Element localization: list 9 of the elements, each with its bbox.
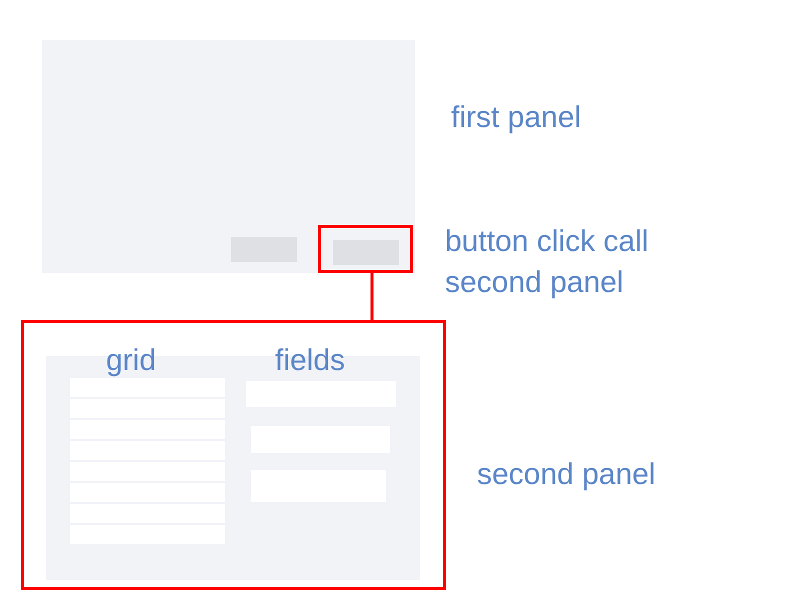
connector-line — [370, 273, 374, 320]
annotation-text: second panel — [477, 457, 656, 493]
highlight-frame — [318, 225, 413, 273]
window-panel — [42, 40, 415, 273]
annotation-text: fields — [275, 343, 346, 379]
annotation-text: first panel — [451, 100, 582, 136]
annotation-text: button click call second panel — [445, 224, 650, 301]
annotation-text: grid — [106, 343, 158, 379]
highlight-frame — [21, 320, 446, 590]
